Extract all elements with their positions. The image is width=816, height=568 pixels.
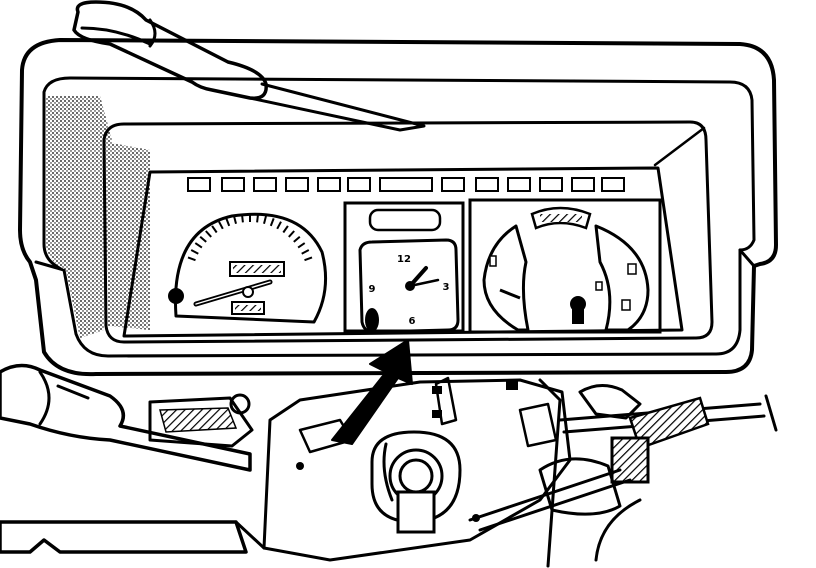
- housing-shadow: [46, 96, 112, 338]
- light-switch-stalk-icon: [72, 0, 426, 132]
- speedo-tick: [187, 256, 196, 262]
- clock-icon: 12 3 6 9: [358, 238, 460, 334]
- clock-adjust-knob: [365, 308, 379, 332]
- temperature-gauge-icon: [594, 224, 650, 332]
- speedometer-icon: [168, 212, 328, 324]
- clock-numeral-12: 12: [397, 254, 411, 265]
- speedo-tick: [218, 221, 224, 230]
- speedo-tick: [304, 256, 313, 262]
- dashboard-housing: [18, 38, 778, 377]
- steering-column-icon: [0, 376, 572, 562]
- speedo-tick: [276, 221, 282, 230]
- speedo-tick: [263, 215, 267, 224]
- speedo-tick: [194, 242, 203, 249]
- speedo-tick: [225, 218, 231, 227]
- speedo-tick: [241, 214, 244, 223]
- trip-reset-knob: [168, 288, 184, 304]
- speedo-tick: [288, 230, 295, 238]
- speedo-tick: [211, 225, 218, 234]
- speedo-tick: [190, 249, 199, 255]
- clock-numeral-6: 6: [409, 316, 416, 327]
- wiring-connector-icon: [468, 378, 778, 568]
- speedo-tick: [205, 230, 212, 238]
- speedo-tick: [282, 225, 289, 234]
- speedo-tick: [293, 235, 301, 243]
- speedo-tick: [301, 249, 310, 255]
- fuel-gauge-icon: [482, 224, 530, 332]
- clock-numeral-3: 3: [443, 282, 450, 293]
- odometer-window: [368, 208, 442, 232]
- speedo-tick: [297, 242, 306, 249]
- warning-lamp-row: [187, 177, 625, 192]
- speedo-tick: [199, 235, 207, 243]
- center-warning-cluster: [530, 206, 592, 324]
- connector-plug: [610, 436, 650, 484]
- speedo-tick: [256, 214, 259, 223]
- wiper-stalk-icon: [0, 363, 252, 472]
- speedo-tick: [269, 218, 275, 227]
- speedo-tick: [233, 215, 237, 224]
- instrument-face: [122, 166, 684, 338]
- clock-numeral-9: 9: [369, 284, 376, 295]
